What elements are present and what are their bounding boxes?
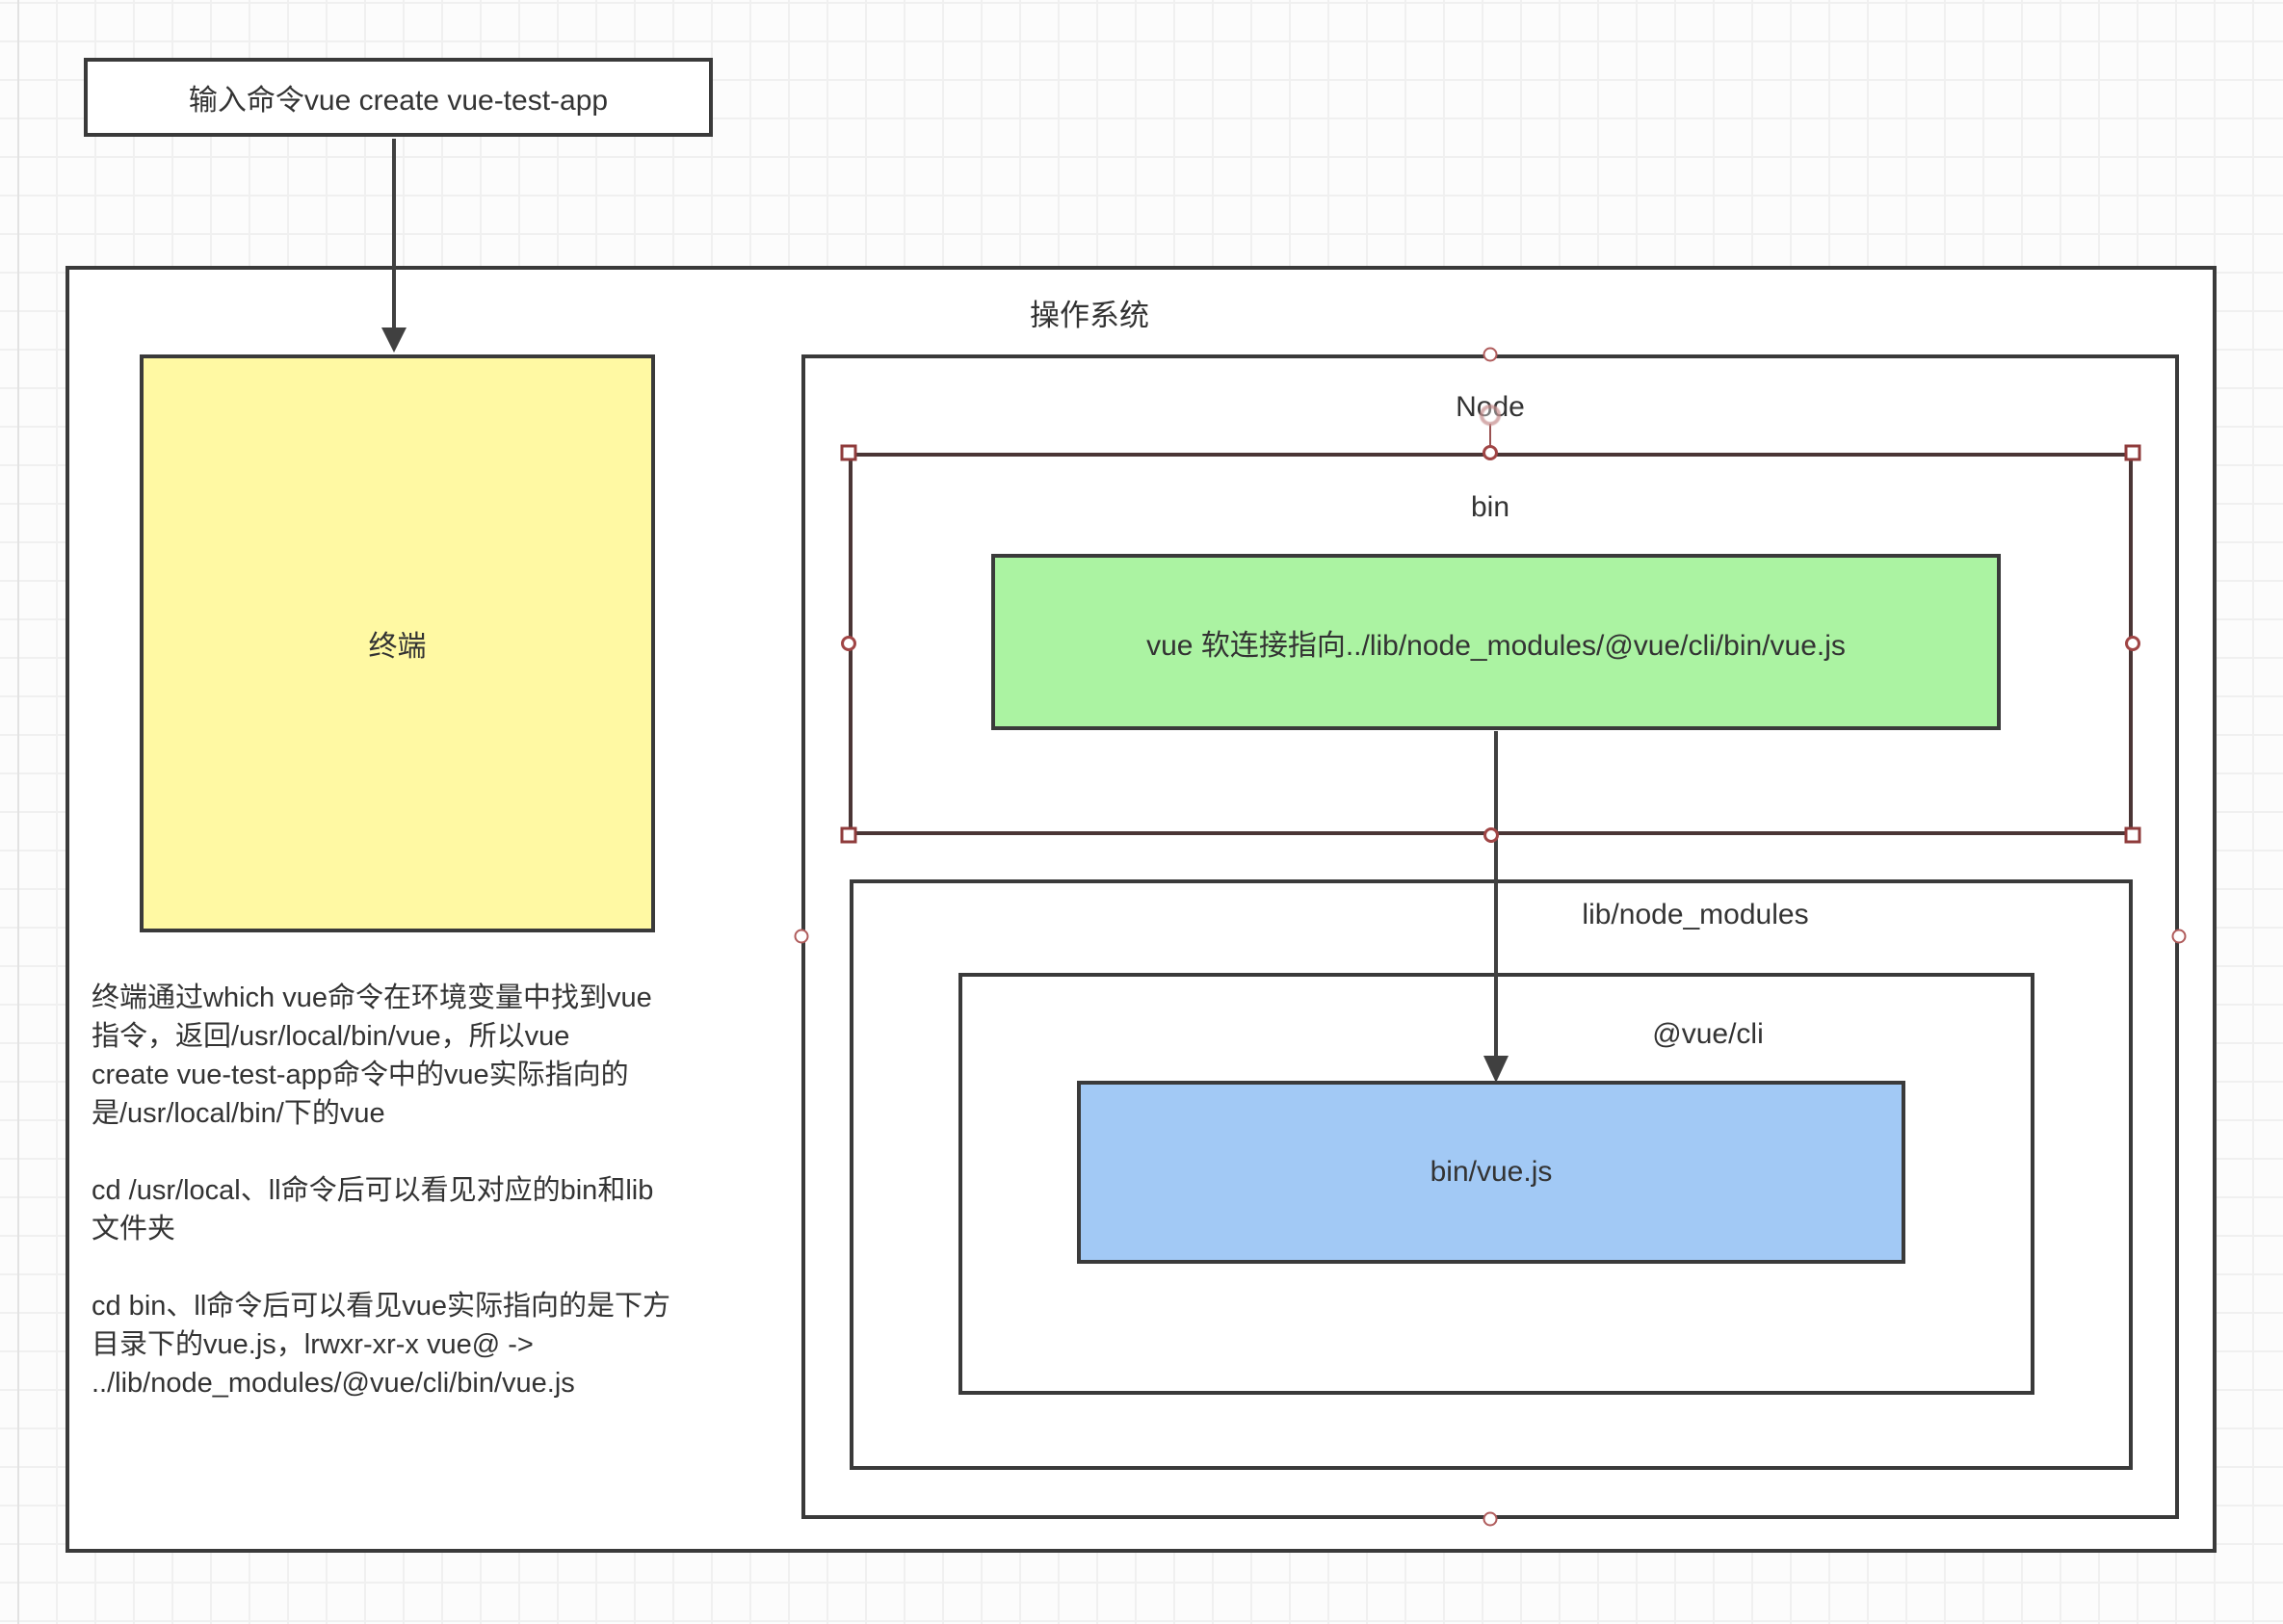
- note-paragraph-3: cd bin、ll命令后可以看见vue实际指向的是下方 目录下的vue.js，l…: [92, 1291, 671, 1399]
- notes-block: 终端通过which vue命令在环境变量中找到vue 指令，返回/usr/loc…: [92, 979, 809, 1441]
- node-connection-left-icon[interactable]: [794, 929, 809, 944]
- os-box-label: 操作系统: [1030, 299, 1149, 332]
- lib-node-modules-box[interactable]: [850, 879, 2133, 1470]
- bin-handle-bottom-center[interactable]: [1483, 827, 1499, 843]
- command-box[interactable]: 输入命令vue create vue-test-app: [84, 58, 713, 137]
- terminal-box[interactable]: 终端: [140, 354, 655, 932]
- vuejs-box[interactable]: bin/vue.js: [1077, 1081, 1905, 1264]
- vue-cli-label: @vue/cli: [1652, 1018, 1764, 1050]
- bin-handle-mid-left[interactable]: [841, 636, 856, 651]
- arrowhead-symlink-to-vuejs: [1483, 1056, 1509, 1083]
- arrow-command-to-terminal[interactable]: [392, 139, 396, 331]
- arrow-symlink-to-vuejs[interactable]: [1494, 731, 1498, 1058]
- note-paragraph-1: 终端通过which vue命令在环境变量中找到vue 指令，返回/usr/loc…: [92, 982, 652, 1129]
- node-connection-top-icon[interactable]: [1483, 347, 1498, 362]
- bin-box-label: bin: [1470, 491, 1510, 523]
- command-box-label: 输入命令vue create vue-test-app: [188, 85, 609, 117]
- bin-handle-top-right[interactable]: [2124, 444, 2141, 461]
- vuejs-box-label: bin/vue.js: [1430, 1156, 1553, 1188]
- bin-handle-bottom-left[interactable]: [840, 826, 857, 844]
- terminal-box-label: 终端: [368, 631, 427, 663]
- bin-rotate-handle-icon[interactable]: [1480, 405, 1501, 426]
- note-paragraph-2: cd /usr/local、ll命令后可以看见对应的bin和lib 文件夹: [92, 1175, 654, 1244]
- symlink-box-label: vue 软连接指向../lib/node_modules/@vue/cli/bi…: [1146, 629, 1846, 662]
- page-boundary-line: [17, 0, 19, 1624]
- bin-handle-top-center[interactable]: [1483, 445, 1498, 460]
- bin-handle-mid-right[interactable]: [2125, 636, 2140, 651]
- arrowhead-command-to-terminal: [381, 327, 407, 353]
- lib-node-modules-label: lib/node_modules: [1582, 899, 1809, 930]
- bin-rotate-handle-stem: [1489, 424, 1491, 451]
- node-connection-bottom-icon[interactable]: [1483, 1511, 1498, 1527]
- bin-handle-top-left[interactable]: [840, 444, 857, 461]
- node-connection-right-icon[interactable]: [2171, 929, 2187, 944]
- bin-handle-bottom-right[interactable]: [2124, 826, 2141, 844]
- symlink-box[interactable]: vue 软连接指向../lib/node_modules/@vue/cli/bi…: [991, 554, 2001, 730]
- node-box[interactable]: [801, 354, 2179, 1519]
